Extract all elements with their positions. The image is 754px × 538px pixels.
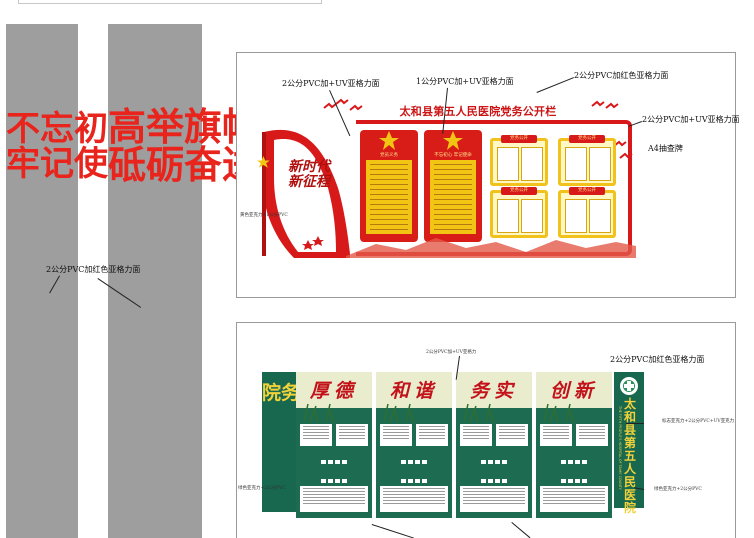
spec-note: 黄色亚克力+1公分PVC (240, 213, 288, 218)
value-card: 创新 (536, 372, 612, 518)
card-word: 厚德 (309, 380, 358, 402)
a4-pane (521, 147, 543, 181)
a4-holder: 党务公开 (490, 135, 548, 186)
spec-note: 绿色亚克力+2公分PVC (238, 486, 286, 491)
red-flag-graphic (257, 129, 350, 258)
great-wall-silhouette (346, 238, 636, 258)
spec-note: 2公分PVC加红色亚格力面 (610, 355, 705, 364)
side-title-board: 院务公开栏 (262, 372, 357, 512)
holder-label: 党务公开 (569, 135, 605, 143)
bird-icon (323, 98, 363, 111)
card-header: 创新 (536, 372, 612, 408)
leader-line (626, 423, 644, 424)
mission-panel: 不忘初心 牢记使命 (424, 130, 482, 242)
bird-icon (591, 100, 619, 109)
grass-icon (383, 403, 415, 422)
holder-label: 党务公开 (501, 135, 537, 143)
banner-left: 不忘初心 牢记使命 (6, 24, 142, 538)
value-card: 务实 (456, 372, 532, 518)
side-title: 院务公开栏 (262, 382, 357, 406)
text-board (430, 160, 476, 234)
spec-note: 2公分PVC加+UV亚格力面 (282, 79, 380, 88)
board-title: 太和县第五人民医院党务公开栏 (399, 105, 557, 118)
hospital-name: 太和县第五人民医院 (623, 397, 636, 515)
banner-right-text: 高举旗帜 砥砺奋进 (108, 105, 261, 187)
hospital-english-text: THE FIFTH PEOPLE'S HOSPITAL OF TAIHE COU… (618, 406, 622, 490)
spec-note: 绿色亚克力+2公分PVC (654, 487, 702, 492)
star-icon (379, 131, 399, 150)
card-header: 和谐 (376, 372, 452, 408)
hospital-name-board: 太和县第五人民医院 THE FIFTH PEOPLE'S HOSPITAL OF… (614, 372, 644, 514)
value-card: 厚德 (296, 372, 372, 518)
card-header: 务实 (456, 372, 532, 408)
a4-pane (497, 147, 519, 181)
top-frame-line (18, 0, 322, 4)
a4-pane (497, 199, 519, 233)
spec-note: 2公分PVC加+UV亚格力 (426, 350, 477, 355)
notice-sheet (336, 424, 368, 446)
text-board (366, 160, 412, 234)
card-word: 和谐 (389, 380, 438, 402)
spec-note: A4抽查牌 (648, 144, 683, 153)
grass-icon (463, 403, 495, 422)
notice-sheet (300, 424, 332, 446)
party-duty-panel: 党员义务 (360, 130, 418, 242)
a4-pane (589, 199, 611, 233)
card-header: 厚德 (296, 372, 372, 408)
card-word: 务实 (469, 380, 518, 402)
panel-label: 不忘初心 牢记使命 (434, 153, 472, 158)
notice-sheet (380, 424, 412, 446)
a4-holder: 党务公开 (558, 187, 616, 238)
a4-pane (565, 147, 587, 181)
a4-pane (565, 199, 587, 233)
notice-sheet (460, 486, 528, 512)
grass-icon (303, 403, 335, 422)
flag-slogan: 新时代 新征程 (288, 159, 330, 190)
banner-annotation: 2公分PVC加红色亚格力面 (46, 265, 141, 274)
hospital-english-name: THE FIFTH PEOPLE'S HOSPITAL OF TAIHE COU… (616, 406, 622, 502)
hospital-logo-icon (620, 377, 638, 395)
value-card: 和谐 (376, 372, 452, 518)
banner-right: 高举旗帜 砥砺奋进 (108, 24, 261, 538)
banner-left-text: 不忘初心 牢记使命 (6, 109, 142, 184)
notice-sheet (380, 486, 448, 512)
a4-holder: 党务公开 (490, 187, 548, 238)
spec-note: 2公分PVC加红色亚格力面 (574, 71, 669, 80)
notice-sheet (540, 424, 572, 446)
panel-label: 党员义务 (380, 153, 398, 158)
notice-sheet (576, 424, 608, 446)
spec-note: 1公分PVC加+UV亚格力面 (416, 77, 514, 86)
star-icon (443, 131, 463, 150)
notice-sheet (540, 486, 608, 512)
holder-label: 党务公开 (569, 187, 605, 195)
notice-sheet (496, 424, 528, 446)
notice-sheet (300, 486, 368, 512)
notice-sheet (416, 424, 448, 446)
grass-icon (543, 403, 575, 422)
a4-pane (521, 199, 543, 233)
a4-pane (589, 147, 611, 181)
holder-label: 党务公开 (501, 187, 537, 195)
bird-icon (613, 140, 633, 159)
notice-sheet (460, 424, 492, 446)
spec-note: 标志亚克力+2公分PVC+UV亚克力 (662, 419, 735, 424)
spec-note: 2公分PVC加+UV亚格力面 (642, 115, 740, 124)
card-word: 创新 (549, 380, 598, 402)
a4-holder: 党务公开 (558, 135, 616, 186)
